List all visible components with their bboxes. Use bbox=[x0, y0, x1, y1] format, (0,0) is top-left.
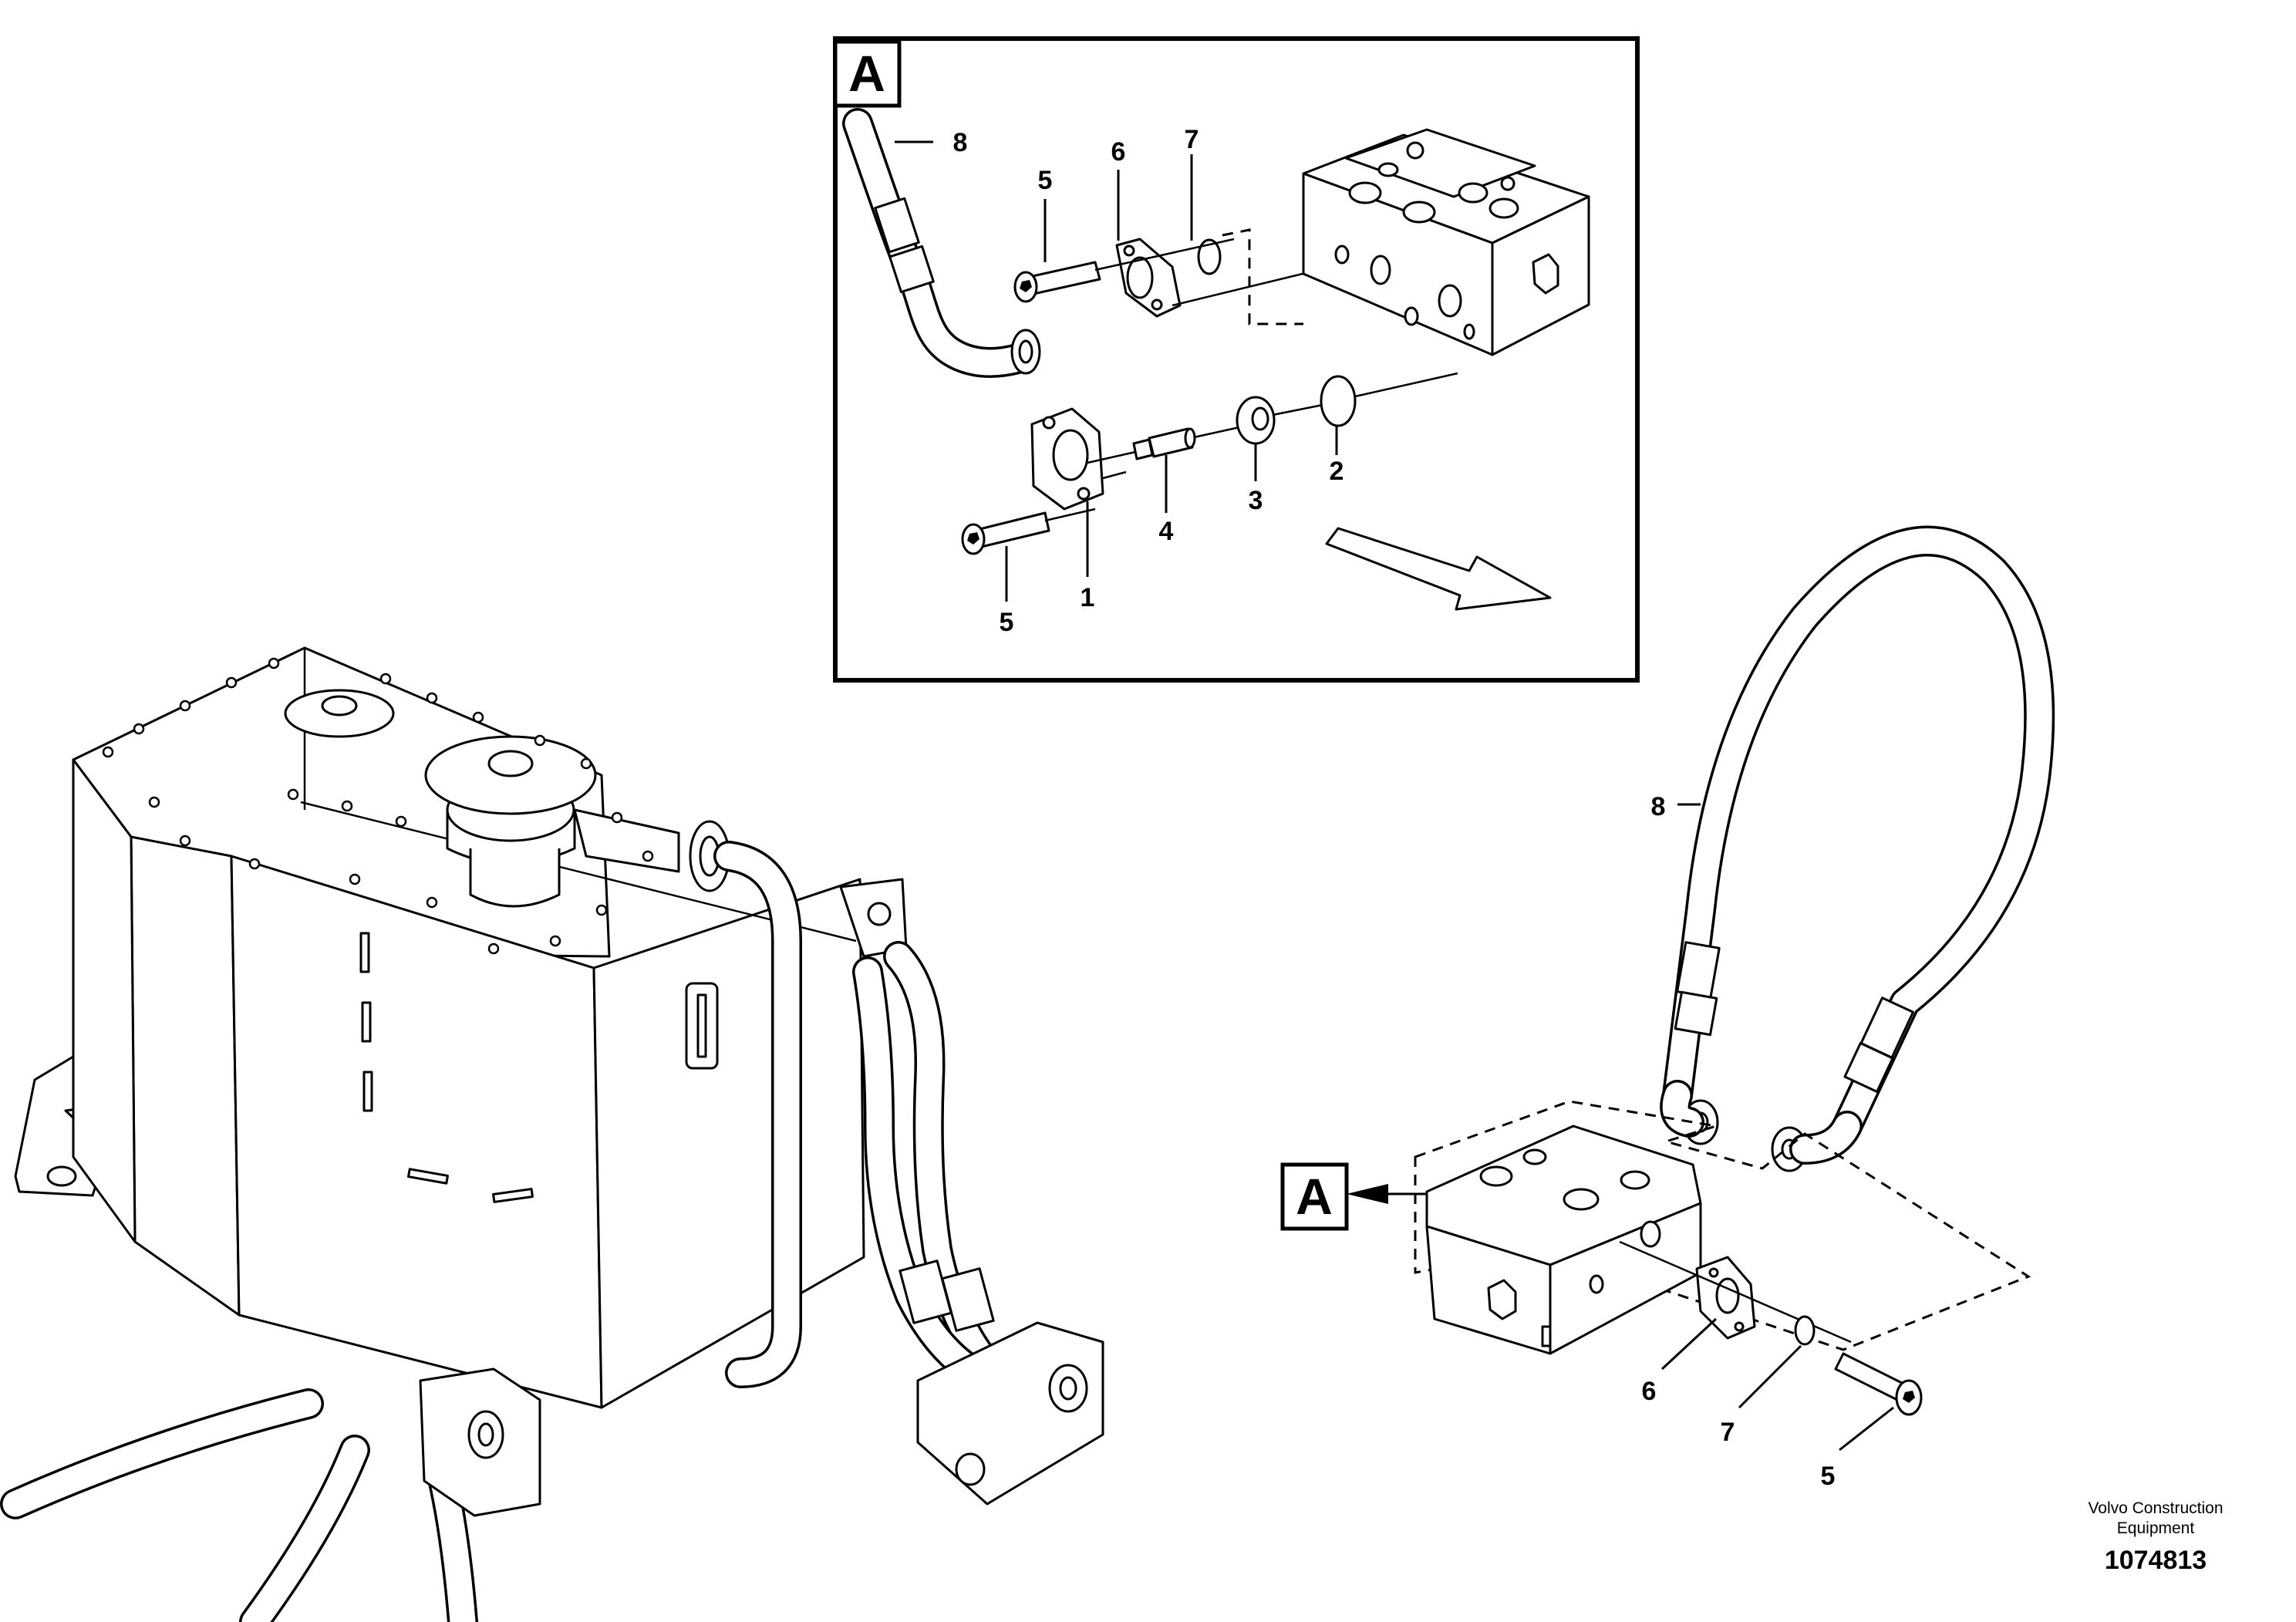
callout-7: 7 bbox=[1721, 1418, 1735, 1447]
brand-line-2: Equipment bbox=[2117, 1519, 2195, 1537]
detail-hose bbox=[842, 108, 1041, 378]
callout-1: 1 bbox=[1081, 583, 1095, 612]
callout-8: 8 bbox=[953, 128, 968, 157]
document-number: 1074813 bbox=[2105, 1546, 2207, 1575]
main-flange bbox=[1695, 1256, 1756, 1340]
callout-2: 2 bbox=[1330, 457, 1344, 486]
callout-5: 5 bbox=[1821, 1462, 1836, 1491]
main-bolt bbox=[1834, 1352, 1923, 1416]
detail-orifice bbox=[1236, 396, 1276, 445]
detail-flange-lower bbox=[1030, 407, 1104, 511]
detail-oring-large bbox=[1320, 375, 1357, 427]
detail-view-a: A bbox=[833, 36, 1640, 683]
detail-valve-block bbox=[1302, 128, 1590, 356]
callout-4: 4 bbox=[1159, 517, 1174, 546]
detail-tag-box bbox=[833, 39, 902, 108]
callout-6: 6 bbox=[1111, 137, 1126, 167]
callout-7: 7 bbox=[1185, 125, 1199, 154]
main-valve-block bbox=[1425, 1125, 1702, 1355]
callout-3: 3 bbox=[1249, 486, 1263, 515]
main-tag-box bbox=[1280, 1162, 1349, 1231]
brand-line-1: Volvo Construction bbox=[2088, 1499, 2223, 1517]
detail-bolt-upper bbox=[1013, 261, 1101, 303]
detail-bolt-lower bbox=[961, 511, 1050, 555]
detail-tag-label: A bbox=[848, 45, 885, 102]
flow-arrow-icon bbox=[1325, 527, 1552, 611]
tag-arrow-icon bbox=[1347, 1184, 1388, 1204]
main-tag-label: A bbox=[1296, 1168, 1333, 1225]
callout-5: 5 bbox=[1038, 166, 1053, 195]
callout-6: 6 bbox=[1642, 1377, 1657, 1406]
callout-5: 5 bbox=[1000, 608, 1014, 637]
main-hose-assembly bbox=[1660, 525, 2055, 1172]
main-oring bbox=[1794, 1315, 1816, 1346]
detail-oring-small bbox=[1197, 238, 1222, 275]
hydraulic-tank-assembly bbox=[0, 646, 1104, 1622]
callout-8: 8 bbox=[1651, 792, 1666, 821]
detail-flange-upper bbox=[1115, 238, 1182, 318]
